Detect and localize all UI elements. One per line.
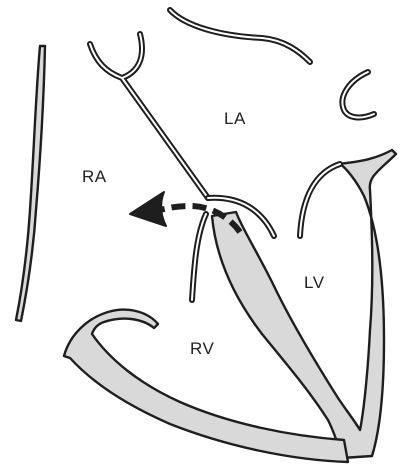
label-ra: RA [82,168,107,185]
label-la: LA [224,110,246,127]
right-atrial-wall [16,46,45,321]
label-rv: RV [190,340,214,357]
shunt-arrow-head [130,192,166,226]
label-lv: LV [304,274,325,291]
atrial-septum [90,34,208,198]
ventricular-septum-and-apex [212,150,396,458]
appendage-wall [342,72,374,117]
atrial-roof-wall-inner [170,10,310,62]
